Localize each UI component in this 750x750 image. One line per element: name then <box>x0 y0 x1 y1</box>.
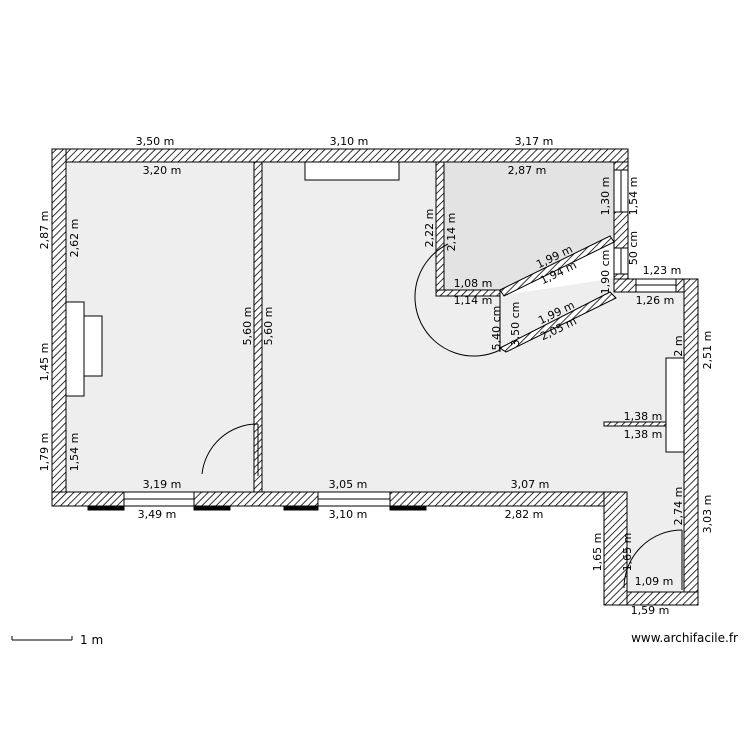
sill-mark-3 <box>283 505 319 511</box>
dim-left-int-bot: 1,54 m <box>68 433 81 472</box>
dim-right-ext-top: 2,51 m <box>701 331 714 370</box>
dim-bot-int-1: 3,19 m <box>143 478 182 491</box>
dim-alcove-left-ext: 1,65 m <box>591 533 604 572</box>
dim-diag-vert-2: 3,50 cm <box>509 302 522 347</box>
wall-diagonal-upper <box>499 235 615 297</box>
wall-left <box>51 148 67 507</box>
floor-main-room <box>262 162 684 592</box>
dim-left-ext-mid: 1,45 m <box>38 343 51 382</box>
furniture <box>65 161 685 453</box>
dim-top-ext-3: 3,17 m <box>515 135 554 148</box>
dim-right-int-bot: 2,74 m <box>672 487 685 526</box>
walls <box>51 148 699 606</box>
dim-left-int-top: 2,62 m <box>68 219 81 258</box>
dim-right-small: 2 m <box>672 335 685 356</box>
dim-partition-left: 5,60 m <box>241 307 254 346</box>
dim-room3-bot-int: 1,08 m <box>454 277 493 290</box>
floors <box>66 162 684 592</box>
furniture-top-cabinet <box>304 161 400 181</box>
dim-diag-vert-1: 5,40 cm <box>490 306 503 351</box>
wall-alcove-left <box>603 491 628 606</box>
dim-room1-top-int: 3,20 m <box>143 164 182 177</box>
wall-room3-bottom <box>435 289 501 297</box>
furniture-right-cabinet <box>665 357 685 453</box>
door-left-room <box>201 423 259 476</box>
window-step <box>635 278 677 293</box>
dim-room3-bot-ext: 1,14 m <box>454 294 493 307</box>
dim-bot-ext-3: 2,82 m <box>505 508 544 521</box>
wall-top <box>51 148 629 163</box>
door-alcove <box>623 529 683 590</box>
door-small-room <box>414 243 501 357</box>
windows <box>87 169 677 511</box>
wall-diagonal-lower <box>499 291 617 353</box>
dim-alcove-bot-int: 1,09 m <box>635 575 674 588</box>
dim-left-ext-bot: 1,79 m <box>38 433 51 472</box>
dim-step-top-ext: 1,23 m <box>643 264 682 277</box>
wall-right <box>683 278 699 606</box>
scale-bar <box>11 636 73 641</box>
dim-room3-left-int: 2,14 m <box>445 213 458 252</box>
dim-counter-bot: 1,38 m <box>624 428 663 441</box>
dim-bot-ext-1: 3,49 m <box>138 508 177 521</box>
furniture-left-inner <box>83 315 103 377</box>
window-bottom-mid <box>317 491 391 507</box>
sill-mark-2 <box>193 505 231 511</box>
wall-partition <box>253 161 263 493</box>
dim-right-ext-bot: 3,03 m <box>701 495 714 534</box>
window-right-small <box>613 247 629 275</box>
dim-step-top-int: 1,26 m <box>636 294 675 307</box>
dim-left-ext-top: 2,87 m <box>38 211 51 250</box>
dim-top-ext-1: 3,50 m <box>136 135 175 148</box>
floor-small-room <box>444 162 614 292</box>
dim-alcove-left-int: 1,65 m <box>621 533 634 572</box>
credit-text: www.archifacile.fr <box>631 631 738 645</box>
dim-room3-top-int: 2,87 m <box>508 164 547 177</box>
dim-top-ext-2: 3,10 m <box>330 135 369 148</box>
sill-mark-4 <box>389 505 427 511</box>
dim-window-small: 50 cm <box>627 231 640 265</box>
dim-room3-right-int: 1,30 m <box>599 177 612 216</box>
dim-partition-right: 5,60 m <box>262 307 275 346</box>
scale-bar-label: 1 m <box>80 633 103 647</box>
dim-alcove-bot-ext: 1,59 m <box>631 604 670 617</box>
sill-mark-1 <box>87 505 125 511</box>
wall-room3-left <box>435 161 445 297</box>
window-bottom-left <box>123 491 195 507</box>
furniture-left-cabinet <box>65 301 85 397</box>
dim-room3-right-ext: 1,54 m <box>627 177 640 216</box>
dim-bot-ext-2: 3,10 m <box>329 508 368 521</box>
dim-counter-top: 1,38 m <box>624 410 663 423</box>
dim-bot-int-3: 3,07 m <box>511 478 550 491</box>
dim-bot-int-2: 3,05 m <box>329 478 368 491</box>
dim-diag-right: 1,90 cm <box>599 250 612 295</box>
dim-room3-left-ext: 2,22 m <box>423 209 436 248</box>
doors <box>201 243 683 590</box>
window-right-top <box>613 169 629 213</box>
